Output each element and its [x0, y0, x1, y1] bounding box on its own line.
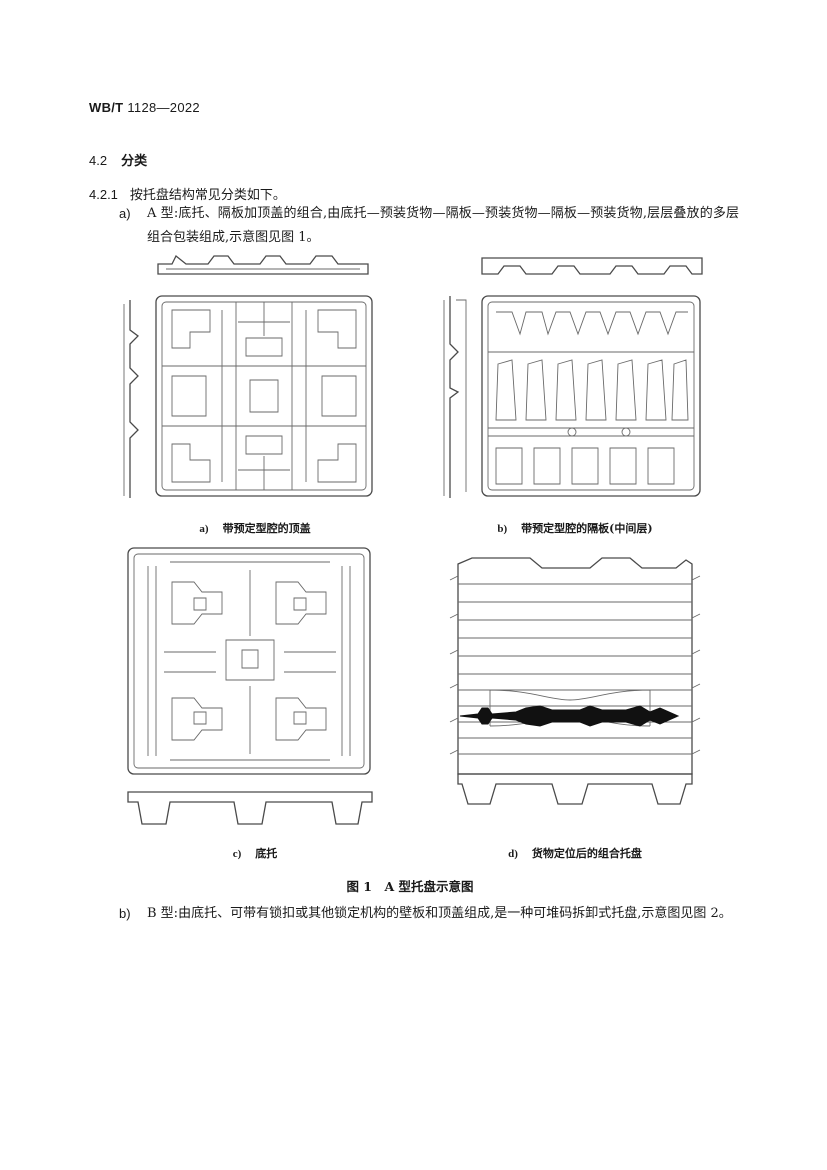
- caption-a: a) 带预定型腔的顶盖: [110, 520, 400, 536]
- clause-text: 按托盘结构常见分类如下。: [129, 188, 286, 203]
- caption-c-text: 底托: [255, 847, 278, 860]
- list-text-a: A 型:底托、隔板加顶盖的组合,由底托—预装货物—隔板—预装货物—隔板—预装货物…: [147, 206, 739, 245]
- caption-b-text: 带预定型腔的隔板(中间层): [521, 522, 653, 535]
- caption-c-label: c): [232, 848, 242, 860]
- list-marker-b: b): [119, 906, 131, 921]
- figure-d-assembled-pallet: [449, 557, 701, 805]
- caption-b-label: b): [497, 523, 508, 535]
- caption-d-label: d): [508, 848, 518, 860]
- figure-a-top-cover: [123, 254, 373, 498]
- section-number: 4.2: [89, 153, 108, 168]
- caption-a-label: a): [199, 523, 209, 535]
- list-text-b: B 型:由底托、可带有锁扣或其他锁定机构的壁板和顶盖组成,是一种可堆码拆卸式托盘…: [147, 906, 732, 921]
- caption-b: b) 带预定型腔的隔板(中间层): [430, 520, 720, 536]
- caption-c: c) 底托: [110, 845, 400, 861]
- caption-d-text: 货物定位后的组合托盘: [531, 847, 642, 860]
- standard-code: WB/T: [89, 100, 124, 115]
- caption-a-text: 带预定型腔的顶盖: [222, 522, 311, 535]
- list-marker-a: a): [119, 206, 131, 221]
- figure-b-divider: [443, 257, 703, 498]
- list-item-b: b) B 型:由底托、可带有锁扣或其他锁定机构的壁板和顶盖组成,是一种可堆码拆卸…: [119, 902, 739, 926]
- clause-4-2-1: 4.2.1 按托盘结构常见分类如下。: [89, 184, 286, 203]
- standard-header: WB/T 1128—2022: [89, 100, 200, 115]
- figure-c-base-pallet: [127, 547, 373, 825]
- clause-number: 4.2.1: [89, 187, 118, 202]
- standard-number: 1128—2022: [127, 100, 200, 115]
- section-heading: 4.2 分类: [89, 150, 147, 169]
- caption-d: d) 货物定位后的组合托盘: [430, 845, 720, 861]
- list-item-a: a) A 型:底托、隔板加顶盖的组合,由底托—预装货物—隔板—预装货物—隔板—预…: [119, 202, 739, 250]
- section-title: 分类: [121, 154, 148, 169]
- figure-title: 图 1 A 型托盘示意图: [346, 879, 474, 894]
